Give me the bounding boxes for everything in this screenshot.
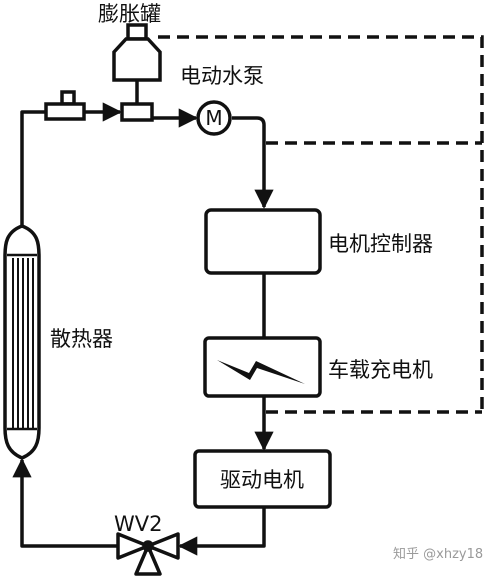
valve-label: WV2 bbox=[114, 512, 163, 536]
radiator-label: 散热器 bbox=[50, 327, 113, 351]
pump-symbol: M bbox=[205, 106, 222, 130]
motor-controller-label: 电机控制器 bbox=[328, 232, 433, 256]
pipe-valve-to-radiator bbox=[12, 458, 117, 548]
pipe-motor-to-valve bbox=[178, 507, 266, 556]
coolant-loop bbox=[12, 102, 274, 556]
onboard-charger bbox=[203, 336, 322, 398]
radiator-tubes bbox=[12, 258, 34, 428]
expansion-tank-tee bbox=[120, 102, 154, 122]
inline-fitting bbox=[44, 90, 86, 121]
electric-pump: M bbox=[196, 100, 232, 136]
watermark: 知乎 @xhzy18 bbox=[393, 546, 483, 562]
expansion-tank-cap bbox=[126, 23, 148, 41]
pump-circle bbox=[196, 100, 232, 136]
dashed-line-tank-to-right bbox=[158, 35, 484, 415]
radiator bbox=[3, 224, 41, 460]
drive-motor-label: 驱动电机 bbox=[220, 468, 304, 492]
pipe-radiator-top bbox=[20, 110, 45, 225]
expansion-tank-body bbox=[112, 37, 162, 82]
lightning-icon bbox=[217, 360, 305, 384]
pipe-pump-to-controller bbox=[232, 116, 274, 209]
dashed-bypass-lines bbox=[158, 35, 484, 415]
onboard-charger-label: 车载充电机 bbox=[328, 358, 433, 382]
valve-body bbox=[116, 532, 150, 560]
drive-motor-box bbox=[193, 449, 332, 509]
electric-pump-label: 电动水泵 bbox=[180, 64, 264, 88]
motor-controller-box bbox=[204, 208, 322, 275]
valve-wv2 bbox=[116, 532, 180, 576]
expansion-tank-label: 膨胀罐 bbox=[98, 2, 161, 26]
expansion-tank bbox=[112, 23, 162, 122]
